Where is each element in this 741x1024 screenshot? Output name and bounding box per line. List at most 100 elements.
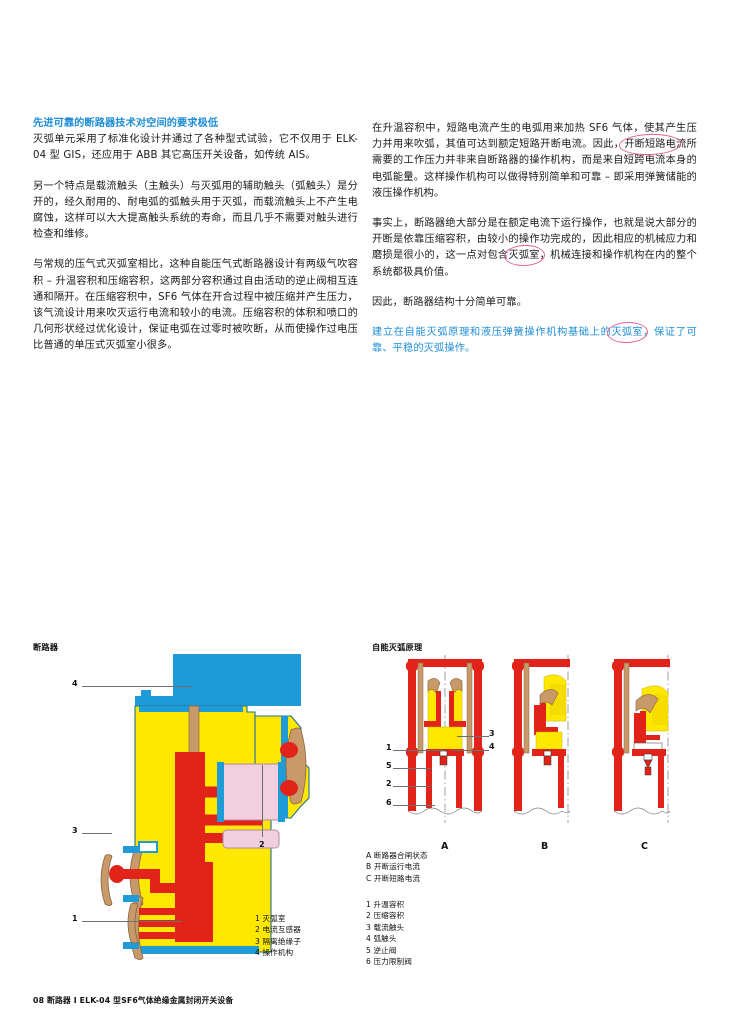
lower-left-terminal: [109, 865, 125, 883]
state-item-a: A 断路器合闸状态: [366, 851, 428, 860]
moving-rod-c: [640, 711, 646, 747]
figure-right-caption: 自能灭弧原理: [372, 642, 423, 652]
right-paragraph-4-highlight: 建立在自能灭弧原理和液压弹簧操作机构基础上的灭弧室，保证了可靠、平稳的灭弧操作。: [372, 325, 697, 357]
chamber-cap-tl-b: [512, 661, 524, 671]
moving-rod-b: [540, 703, 546, 739]
contact-finger-2: [139, 920, 191, 927]
callout-right-2: 2: [386, 779, 392, 788]
lower-stem-left-a: [426, 756, 432, 808]
side-contact-upper: [280, 742, 298, 758]
legend-right-item-4: 4 弧触头: [366, 934, 397, 944]
chamber-wall-left-c: [614, 659, 622, 811]
right-paragraph-2: 事实上，断路器绝大部分是在额定电流下运行操作，也就是说大部分的开断是依靠压缩容积…: [372, 216, 697, 281]
pressure-valve-b: [543, 755, 552, 766]
panel-letter-b: B: [541, 841, 549, 852]
lower-wall-left-c: [614, 756, 622, 808]
arc-chamber-lower: [175, 862, 213, 942]
chamber-cap-bl-b: [512, 747, 524, 757]
pressure-valve-stem-c: [644, 766, 652, 776]
leader-line-r4: [452, 750, 489, 751]
arc-principle-panel-c: [612, 655, 671, 823]
left-paragraph-2: 另一个特点是载流触头（主触头）与灭弧用的辅助触头（弧触头）是分开的，经久耐用的、…: [33, 180, 358, 241]
contact-insulator: [127, 902, 139, 944]
panel-letter-a: A: [441, 841, 449, 852]
piston-c: [632, 749, 666, 756]
annotation-ellipse-arc-chamber-2: 灭弧室: [612, 325, 643, 341]
leader-line-r6: [393, 805, 435, 806]
panel-letter-c: C: [641, 841, 648, 852]
chamber-cap-br-a: [472, 747, 484, 757]
contact-carrier-b: [534, 705, 542, 735]
left-paragraph-3: 与常规的压气式灭弧室相比，这种自能压气式断路器设计有两级气吹容积 – 升温容积和…: [33, 259, 358, 352]
lower-left-conductor: [117, 869, 177, 893]
lower-wall-left-b: [514, 756, 522, 808]
chamber-top-a: [408, 659, 482, 667]
legend-left-item-4: 4 操作机构: [255, 948, 294, 958]
mechanism-stud: [141, 690, 151, 697]
right-paragraph-4-text-a: 建立在自能灭弧原理和液压弹簧操作机构基础上的: [372, 327, 612, 339]
pressure-valve-body-b: [543, 750, 552, 757]
chamber-cap-tl-a: [406, 661, 418, 671]
current-transformer-core: [222, 763, 280, 821]
callout-right-5: 5: [386, 761, 392, 770]
insulator-flange-3: [123, 942, 139, 949]
pressure-valve-body-a: [439, 750, 448, 757]
right-paragraph-3: 因此，断路器结构十分简单可靠。: [372, 296, 528, 308]
lower-stem-right-a: [456, 756, 462, 808]
state-item-c: C 开断短路电流: [366, 873, 421, 883]
chamber-wall-left-b: [514, 659, 522, 811]
section-heading: 先进可靠的断路器技术对空间的要求极低: [33, 118, 219, 129]
lower-wall-right-a: [474, 756, 482, 808]
chamber-cap-tr-a: [472, 661, 484, 671]
break-line-c: [613, 807, 671, 815]
legend-left-item-3: 3 隔离绝缘子: [255, 936, 301, 946]
right-paragraph-2-text-a: 事实上，断路器绝大部分是在额定电流下运行操作，也就是说大部分的开断是依靠压缩容积…: [372, 218, 697, 262]
legend-right-item-2: 2 压缩容积: [366, 911, 405, 921]
leader-line-r5: [393, 768, 431, 769]
leader-line-3: [82, 833, 112, 834]
legend-left-item-1: 1 灭弧室: [255, 914, 286, 923]
leader-line-1: [82, 921, 182, 922]
chamber-wall-left-a: [408, 659, 416, 811]
page-footer: 08 断路器 I ELK-04 型SF6气体绝缘金属封闭开关设备: [33, 996, 234, 1005]
moving-rod-left-a: [436, 691, 441, 733]
nozzle-cylinder-b: [523, 662, 530, 754]
check-valve-c: [636, 735, 660, 740]
break-line-a: [407, 807, 483, 815]
nozzle-cylinder-c: [623, 662, 630, 754]
contact-carrier-c: [634, 713, 642, 743]
chamber-cap-bl-a: [406, 747, 418, 757]
drive-rod: [188, 705, 200, 755]
annotation-ellipse-breaking-short-circuit: 开断短路电: [624, 137, 676, 153]
right-paragraph-2-text-b: ，机械连接和操作机构在内的整个系统都极具价值。: [372, 250, 698, 278]
callout-right-3: 3: [489, 729, 495, 738]
callout-right-4: 4: [489, 742, 495, 751]
legend-left-item-2: 2 电流互感器: [255, 925, 301, 935]
right-paragraph-4-text-b: ，保证了可靠、平稳的灭弧操作。: [372, 327, 697, 355]
enclosure-step-detail: [138, 841, 158, 853]
chamber-top-c: [614, 659, 670, 667]
lower-stem-c: [658, 756, 664, 808]
callout-left-1: 1: [72, 914, 78, 923]
legend-right-item-6: 6 压力限制阀: [366, 957, 412, 967]
check-valve-left-a: [424, 721, 438, 727]
nozzle-cylinder-left-a: [417, 662, 424, 754]
lower-left-insulator: [100, 854, 113, 906]
figure-right-states: A 断路器合闸状态 B 开断运行电流 C 开断短路电流: [366, 850, 428, 884]
nozzle-cylinder-right-a: [466, 662, 473, 754]
side-flange: [281, 716, 288, 818]
arc-chamber-column: [175, 752, 205, 862]
insulator-flange-2: [123, 895, 139, 902]
mechanism-flange: [135, 696, 247, 706]
chamber-cap-tl-c: [612, 661, 624, 671]
leader-line-r2: [393, 786, 431, 787]
callout-left-4: 4: [72, 679, 78, 688]
lower-wall-left-a: [408, 756, 416, 808]
leader-line-r1: [393, 750, 445, 751]
left-paragraph-1: 灭弧单元采用了标准化设计并通过了各种型式试验，它不仅用于 ELK-04 型 GI…: [33, 134, 358, 162]
legend-right-item-3: 3 载流触头: [366, 922, 405, 932]
break-line-b: [513, 807, 571, 815]
right-paragraph-1-text-b: 流所需要的工作压力并非来自断路器的操作机构，而是来自短跨电流本身的电弧能量。这样…: [372, 139, 697, 199]
figure-right-legend: 1 升温容积 2 压缩容积 3 载流触头 4 弧触头 5 逆止阀 6 压力限制阀: [366, 899, 412, 967]
